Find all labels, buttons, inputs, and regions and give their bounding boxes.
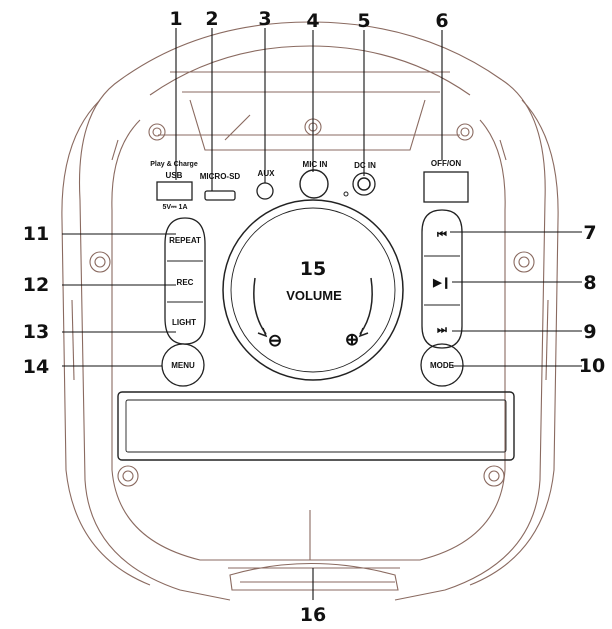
light-button[interactable]: LIGHT: [172, 318, 196, 327]
light-label: LIGHT: [172, 318, 196, 327]
callout-8: 8: [583, 272, 596, 294]
next-icon: ⏭: [437, 324, 447, 336]
callout-12: 12: [23, 274, 49, 296]
play-pause-icon: ▶❙: [432, 277, 451, 289]
mic-in-jack[interactable]: [299, 169, 329, 199]
prev-button[interactable]: ⏮: [437, 229, 447, 241]
off-on-label: OFF/ON: [431, 159, 461, 168]
mode-button[interactable]: MODE: [420, 343, 464, 387]
callout-9: 9: [583, 321, 596, 343]
callout-4: 4: [306, 10, 319, 32]
callout-10: 10: [579, 355, 605, 377]
aux-label: AUX: [258, 169, 276, 178]
callout-15: 15: [300, 258, 326, 280]
rec-label: REC: [177, 278, 194, 287]
usb-caption: Play & Charge: [150, 161, 198, 168]
dc-in-jack[interactable]: [343, 172, 376, 197]
micro-sd-slot[interactable]: [204, 190, 236, 201]
mic-in-label: MIC IN: [303, 160, 328, 169]
leader-lines: [62, 28, 582, 600]
right-button-column: [421, 209, 463, 349]
callout-11: 11: [23, 223, 49, 245]
volume-plus-icon: ⊕: [345, 330, 359, 349]
front-slot: [117, 391, 515, 461]
callout-7: 7: [583, 222, 596, 244]
callout-numbers: 1 2 3 4 5 6 7 8 9 10 11 12 13 14 16: [23, 8, 605, 626]
usb-label: USB: [166, 171, 183, 180]
rec-button[interactable]: REC: [177, 278, 194, 287]
mode-label: MODE: [430, 361, 455, 370]
callout-6: 6: [435, 10, 448, 32]
callout-2: 2: [205, 8, 218, 30]
callout-13: 13: [23, 321, 49, 343]
callout-1: 1: [169, 8, 182, 30]
aux-jack[interactable]: [256, 182, 274, 200]
play-pause-button[interactable]: ▶❙: [432, 277, 451, 289]
power-switch[interactable]: [423, 171, 469, 203]
speaker-body-outline: [61, 21, 559, 601]
menu-label: MENU: [171, 361, 195, 370]
callout-14: 14: [23, 356, 49, 378]
volume-dial[interactable]: [222, 199, 404, 381]
volume-label: VOLUME: [286, 288, 342, 303]
volume-minus-icon: ⊖: [268, 331, 282, 350]
callout-16: 16: [300, 604, 326, 626]
left-button-column: [164, 217, 206, 345]
menu-button[interactable]: MENU: [161, 343, 205, 387]
callout-5: 5: [357, 10, 370, 32]
usb-rating: 5V⎓ 1A: [162, 204, 187, 211]
prev-icon: ⏮: [437, 229, 447, 241]
repeat-button[interactable]: REPEAT: [169, 236, 201, 245]
screws: [89, 118, 535, 487]
next-button[interactable]: ⏭: [437, 324, 447, 336]
dc-in-label: DC IN: [354, 161, 376, 170]
micro-sd-label: MICRO-SD: [200, 172, 241, 181]
repeat-label: REPEAT: [169, 236, 201, 245]
usb-port[interactable]: [156, 181, 193, 201]
callout-3: 3: [258, 8, 271, 30]
